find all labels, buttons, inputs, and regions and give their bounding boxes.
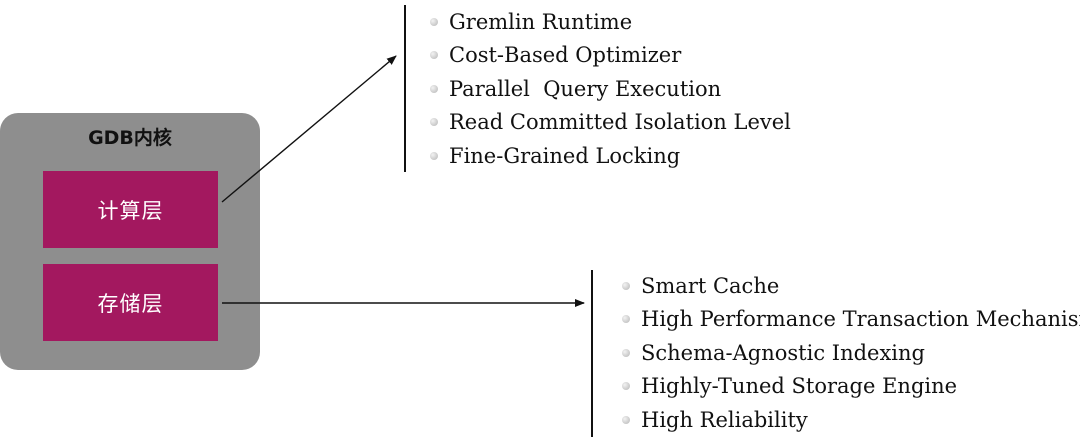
bullet-icon <box>622 382 630 391</box>
compute-feature-label: Cost-Based Optimizer <box>449 43 682 68</box>
storage-feature-label: Schema-Agnostic Indexing <box>641 340 925 365</box>
storage-layer-box: 存储层 <box>43 264 218 341</box>
compute-feature-label: Parallel Query Execution <box>449 76 722 101</box>
bullet-icon <box>622 348 630 357</box>
storage-feature-label: High Performance Transaction Mechanism <box>641 307 1080 332</box>
storage-feature-label: High Reliability <box>641 407 808 432</box>
compute-feature-label: Gremlin Runtime <box>449 9 633 34</box>
bullet-icon <box>622 281 630 290</box>
storage-feature-label: Highly-Tuned Storage Engine <box>641 374 958 399</box>
bullet-icon <box>622 315 630 324</box>
bullet-icon <box>430 118 438 127</box>
storage-feature-item: High Performance Transaction Mechanism <box>622 303 1080 337</box>
compute-feature-item: Fine-Grained Locking <box>430 139 791 173</box>
compute-feature-label: Fine-Grained Locking <box>449 143 681 168</box>
compute-feature-item: Gremlin Runtime <box>430 5 791 39</box>
compute-feature-item: Cost-Based Optimizer <box>430 39 791 73</box>
storage-feature-label: Smart Cache <box>641 273 780 298</box>
gdb-core-title: GDB内核 <box>88 127 172 149</box>
bullet-icon <box>430 17 438 26</box>
compute-feature-item: Parallel Query Execution <box>430 72 791 106</box>
bullet-icon <box>430 51 438 60</box>
storage-feature-item: Schema-Agnostic Indexing <box>622 336 1080 370</box>
storage-feature-item: Smart Cache <box>622 269 1080 303</box>
compute-layer-box: 计算层 <box>43 171 218 248</box>
storage-feature-item: Highly-Tuned Storage Engine <box>622 370 1080 404</box>
compute-feature-item: Read Committed Isolation Level <box>430 106 791 140</box>
compute-feature-label: Read Committed Isolation Level <box>449 110 791 135</box>
bullet-icon <box>430 151 438 160</box>
bullet-icon <box>430 84 438 93</box>
compute-arrow <box>221 55 397 203</box>
storage-feature-item: High Reliability <box>622 403 1080 437</box>
bullet-icon <box>622 415 630 424</box>
